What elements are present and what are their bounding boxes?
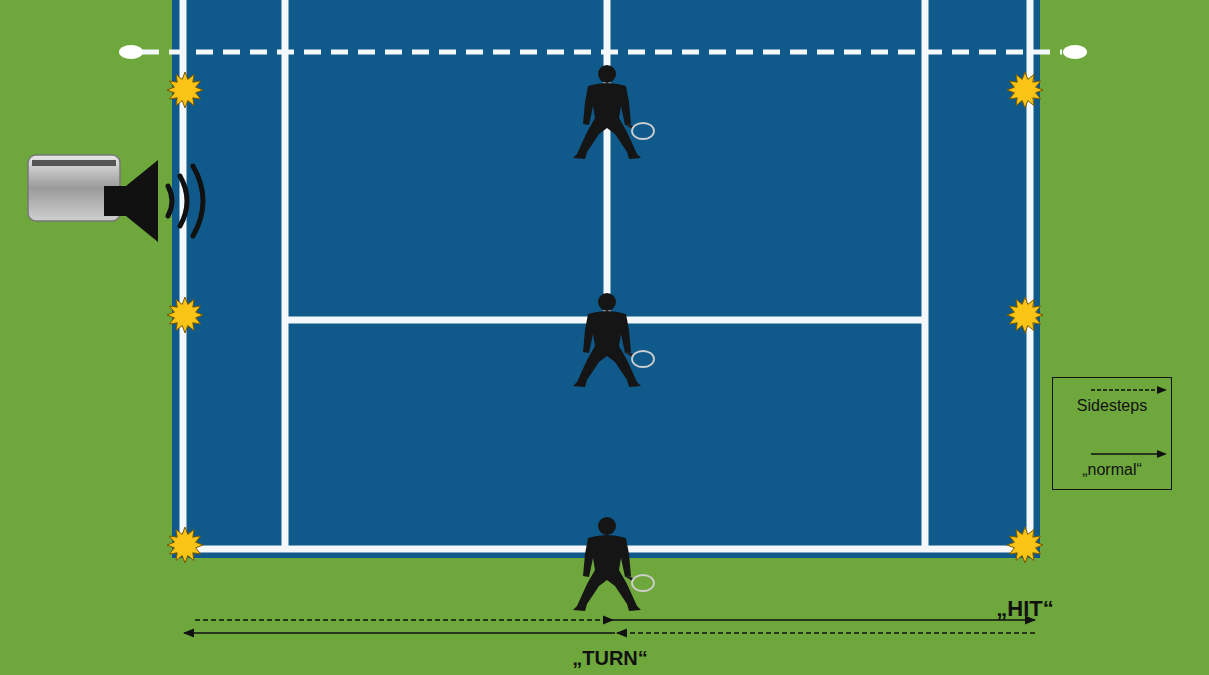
net-post xyxy=(1063,45,1087,59)
legend-text: Sidesteps xyxy=(1053,396,1171,415)
cone-marker xyxy=(1007,527,1043,563)
legend-arrowhead xyxy=(1157,386,1167,394)
sound-wave xyxy=(168,186,172,216)
player-silhouette xyxy=(573,293,654,387)
center-service-line xyxy=(604,0,611,320)
legend-line xyxy=(1091,453,1159,455)
sidestep-arrow xyxy=(617,632,1035,634)
run-arrow xyxy=(184,632,615,634)
net-line xyxy=(142,50,1062,55)
movement-arrows xyxy=(184,620,1035,633)
singles-line xyxy=(282,0,289,552)
cone-marker xyxy=(167,72,203,108)
net-post xyxy=(119,45,143,59)
singles-line xyxy=(922,0,929,552)
run-arrow xyxy=(613,619,1035,621)
legend-line xyxy=(1091,389,1159,391)
speaker-icon xyxy=(28,155,203,242)
speaker-cone xyxy=(126,160,158,242)
cone-marker xyxy=(167,527,203,563)
player-silhouette xyxy=(573,517,654,611)
sidestep-arrow xyxy=(195,619,613,621)
speaker-grille xyxy=(32,160,116,166)
legend-text: „normal“ xyxy=(1053,460,1171,479)
hit-cue: „HIT“ xyxy=(996,596,1053,622)
cone-markers xyxy=(167,72,1043,563)
court-lines xyxy=(180,0,1034,552)
legend-sample xyxy=(1089,384,1169,396)
court-surface xyxy=(172,0,1040,558)
cone-marker xyxy=(1007,297,1043,333)
legend-arrowhead xyxy=(1157,450,1167,458)
legend-sample xyxy=(1089,448,1169,460)
speaker-symbol xyxy=(104,186,126,216)
cone-marker xyxy=(167,297,203,333)
sound-wave xyxy=(180,176,187,226)
cone-marker xyxy=(1007,72,1043,108)
legend-box: Sidesteps „normal“ xyxy=(1052,377,1172,490)
sound-wave xyxy=(193,166,203,236)
player-silhouette xyxy=(573,65,654,159)
turn-cue: „TURN“ xyxy=(572,646,648,670)
